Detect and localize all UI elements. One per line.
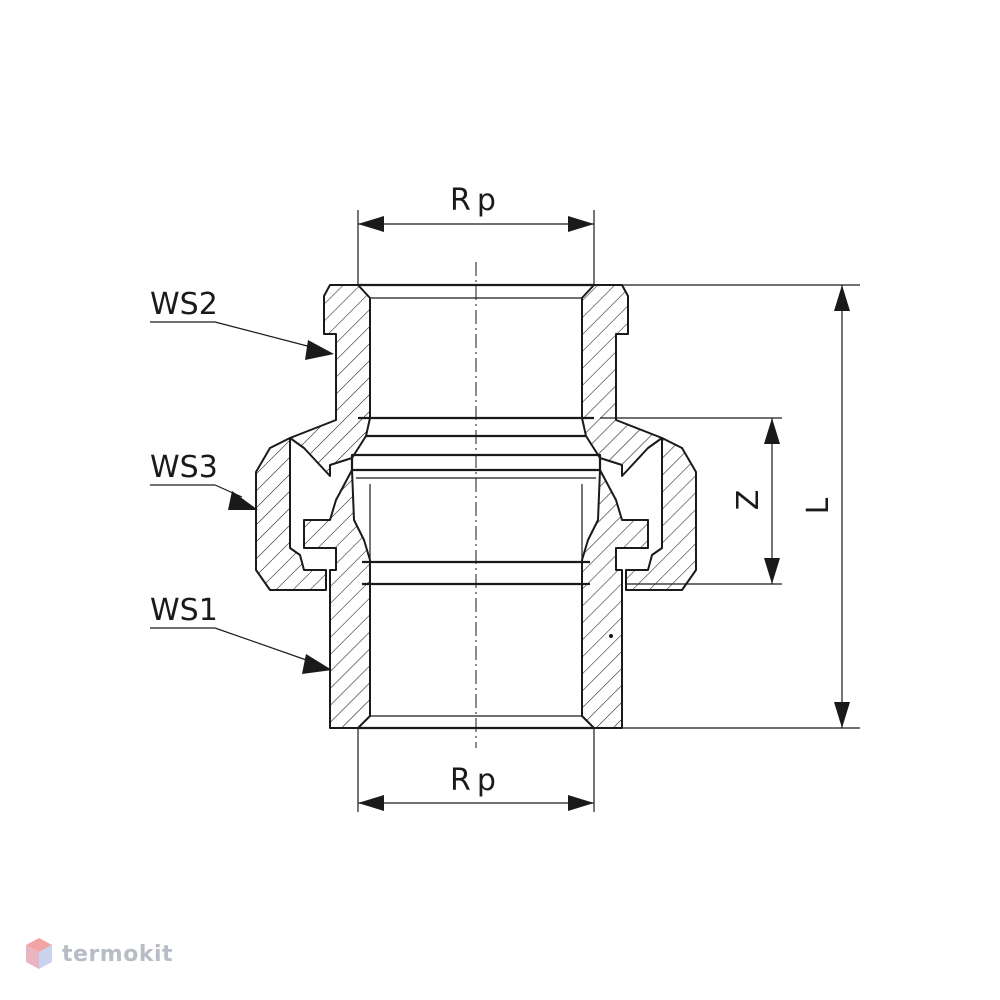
termokit-watermark: termokit xyxy=(24,936,173,972)
rp-top-label: Rp xyxy=(450,183,502,218)
ws2-leader xyxy=(214,321,316,349)
ws2-arrow xyxy=(305,340,334,360)
rp-bottom-arrow-left xyxy=(358,795,384,811)
l-label: L xyxy=(801,497,836,514)
z-label: Z xyxy=(731,490,766,511)
rp-bottom-label: Rp xyxy=(450,763,502,798)
top-part-left-wall xyxy=(289,284,371,477)
ws3-arrow xyxy=(228,491,258,510)
l-arrow-top xyxy=(834,285,850,311)
l-arrow-bottom xyxy=(834,702,850,728)
ws1-leader xyxy=(214,627,313,663)
ws2-label: WS2 xyxy=(150,287,218,322)
union-nut-right xyxy=(625,437,697,591)
z-arrow-top xyxy=(764,418,780,444)
hexagon-cube-icon xyxy=(26,938,52,969)
marking-dot xyxy=(609,634,613,638)
rp-top-arrow-right xyxy=(568,216,594,232)
rp-top-arrow-left xyxy=(358,216,384,232)
watermark-text: termokit xyxy=(62,941,174,967)
bottom-part-left-wall xyxy=(303,469,371,729)
top-part-right-wall xyxy=(581,284,663,477)
ws1-label: WS1 xyxy=(150,593,218,628)
z-arrow-bottom xyxy=(764,558,780,584)
bottom-part-right-wall xyxy=(581,469,649,729)
ws3-label: WS3 xyxy=(150,450,218,485)
rp-bottom-arrow-right xyxy=(568,795,594,811)
ws1-arrow xyxy=(302,654,332,674)
union-nut-left xyxy=(255,437,327,591)
ws3-leader xyxy=(214,484,243,498)
